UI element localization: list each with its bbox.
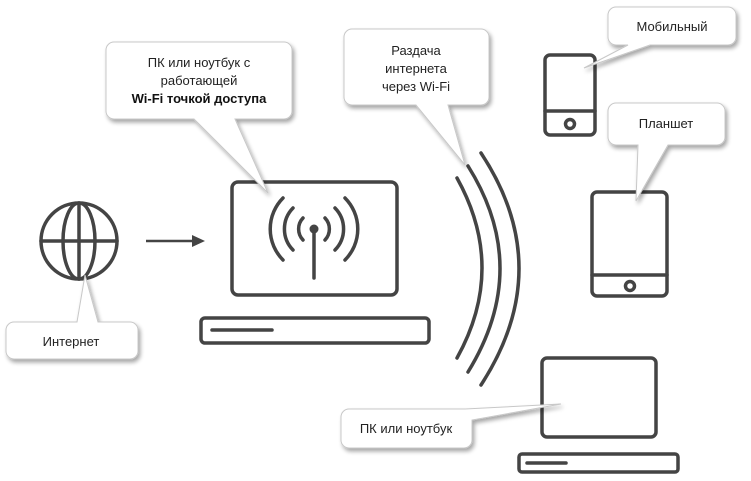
mobile-phone-icon [543, 53, 597, 137]
internet-callout [5, 274, 139, 360]
mobile-callout [583, 6, 737, 69]
mobile-label: Мобильный [636, 19, 707, 34]
pc-hotspot-label-line1: ПК или ноутбук с [148, 55, 251, 70]
internet-label: Интернет [43, 334, 100, 349]
tablet-callout [607, 102, 726, 202]
pc-hotspot-label-line2: работающей [161, 73, 238, 88]
globe-icon [39, 201, 119, 281]
laptop-client-icon [517, 356, 680, 474]
wifi-label-line3: через Wi-Fi [382, 79, 450, 94]
tablet-icon [590, 190, 669, 298]
wifi-label-line2: интернета [385, 61, 447, 76]
arrow-icon [146, 235, 205, 247]
pc-hotspot-callout [105, 41, 293, 194]
antenna-icon [268, 196, 360, 280]
wifi-callout [343, 28, 490, 166]
wifi-waves-icon [455, 151, 521, 387]
pc-hotspot-label-line3: Wi-Fi точкой доступа [132, 91, 268, 106]
pc-client-callout [340, 403, 562, 449]
pc-client-label: ПК или ноутбук [360, 421, 453, 436]
tablet-label: Планшет [639, 116, 694, 131]
laptop-hotspot-icon [199, 180, 431, 345]
wifi-label-line1: Раздача [391, 43, 441, 58]
